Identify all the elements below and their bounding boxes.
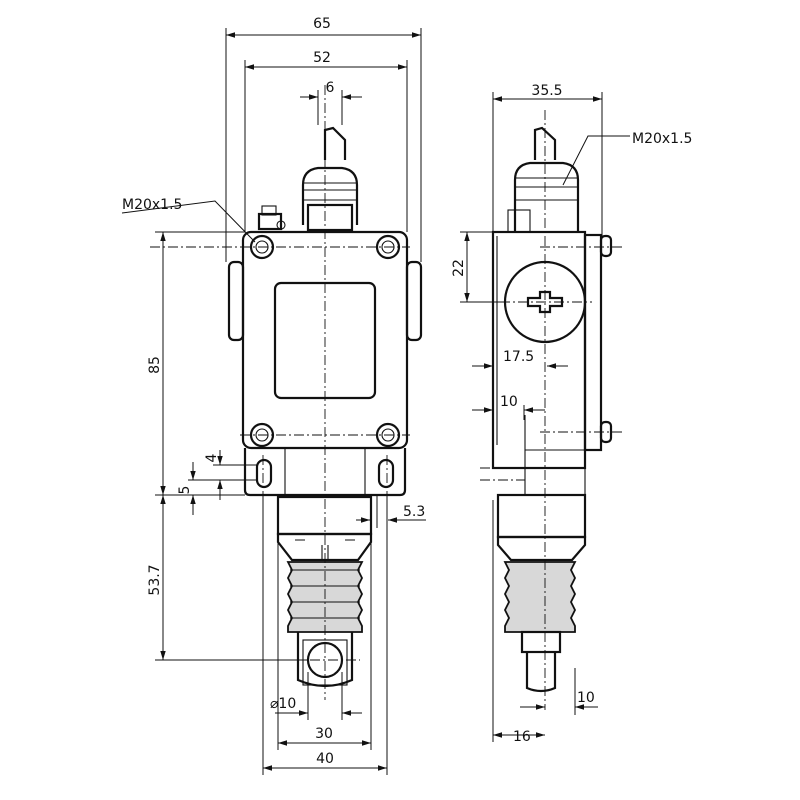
side-gland-left xyxy=(227,260,245,342)
front-dimensions: 65 52 6 M20x1.5 85 4 5 5.3 53.7 ⌀10 30 4… xyxy=(121,16,426,775)
ground-screw xyxy=(257,205,286,231)
dim-10-top: 10 xyxy=(500,394,518,410)
dim-16: 16 xyxy=(513,729,531,745)
dim-4: 4 xyxy=(204,453,220,462)
bellows-side xyxy=(503,561,577,633)
dim-5: 5 xyxy=(177,486,193,495)
dim-10-bottom: 10 xyxy=(577,690,595,706)
dim-30: 30 xyxy=(315,726,333,742)
side-gland-right xyxy=(405,260,423,342)
thread-label-front: M20x1.5 xyxy=(122,197,182,213)
dim-52: 52 xyxy=(313,50,331,66)
thread-label-side: M20x1.5 xyxy=(632,131,692,147)
lever xyxy=(323,126,347,160)
dim-22: 22 xyxy=(451,259,467,277)
rotary-head-slot xyxy=(526,290,564,314)
mount-slot-right xyxy=(377,458,395,489)
cable-gland-top xyxy=(301,166,359,232)
dim-40: 40 xyxy=(316,751,334,767)
side-view xyxy=(480,110,625,710)
cable-gland-side xyxy=(513,161,580,232)
actuator-block xyxy=(276,495,373,536)
actuator-block-side xyxy=(496,493,587,539)
side-dimensions: 35.5 M20x1.5 22 17.5 10 10 16 xyxy=(451,83,692,745)
mount-slot-left xyxy=(255,458,273,489)
dim-53-7: 53.7 xyxy=(147,564,163,595)
cover-plate xyxy=(583,233,603,452)
dim-85: 85 xyxy=(147,356,163,374)
front-view xyxy=(150,85,423,700)
dim-35-5: 35.5 xyxy=(531,83,562,99)
dim-6: 6 xyxy=(326,80,335,96)
dim-roller-diameter: ⌀10 xyxy=(270,696,296,712)
lever-side xyxy=(533,126,557,160)
dim-17-5: 17.5 xyxy=(503,349,534,365)
dim-65: 65 xyxy=(313,16,331,32)
plunger-side xyxy=(525,652,557,693)
dim-5-3: 5.3 xyxy=(403,504,425,520)
